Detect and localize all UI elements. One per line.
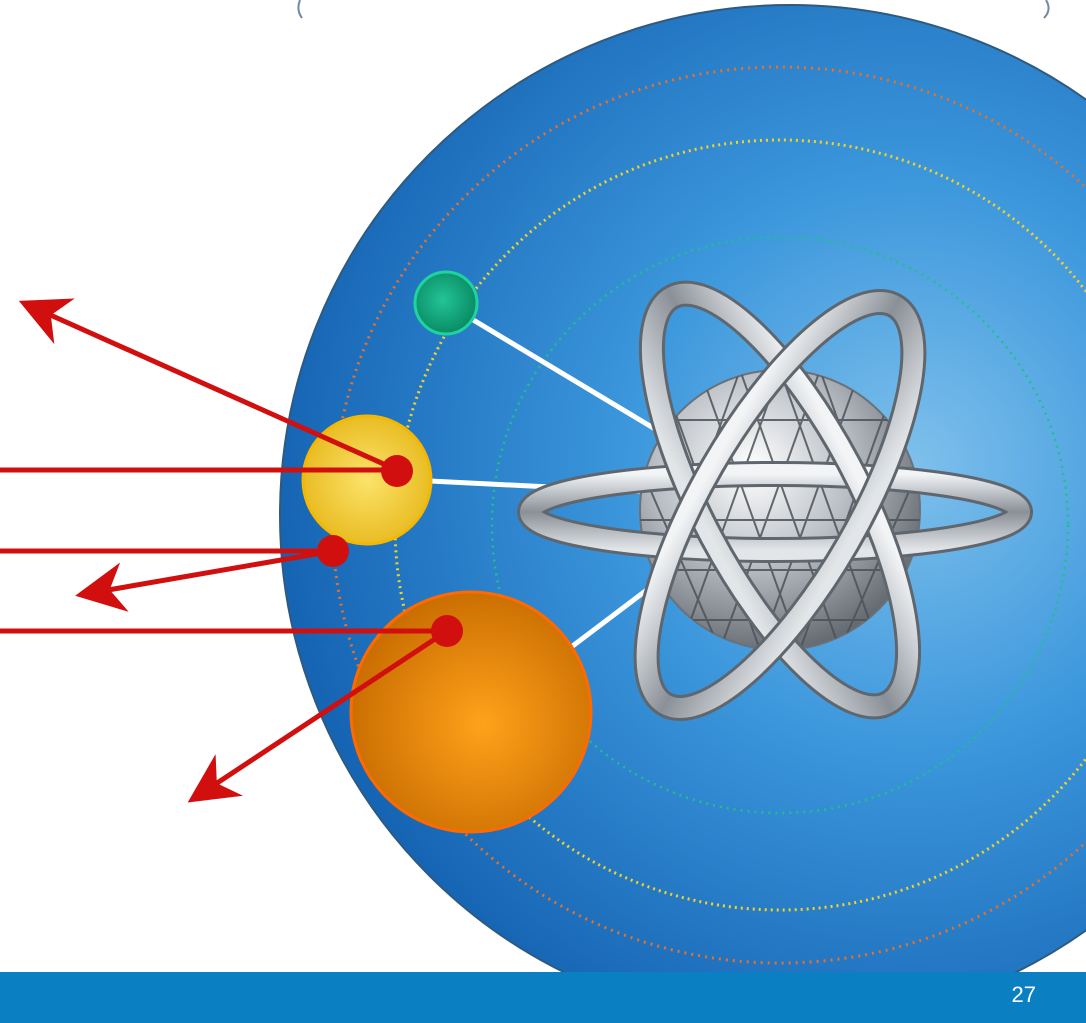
collision-point-2 xyxy=(317,535,349,567)
page-number: 27 xyxy=(1011,982,1036,1007)
top-decoration-left xyxy=(297,0,303,19)
scattered-arrow-3 xyxy=(187,628,449,803)
top-decoration-right xyxy=(1043,0,1050,19)
collision-point-1 xyxy=(381,455,413,487)
small-green-particle xyxy=(413,270,479,336)
large-orange-particle xyxy=(349,590,593,834)
connector-green xyxy=(468,315,662,435)
scattering-arrows xyxy=(0,298,463,803)
scattered-arrow-1 xyxy=(18,298,399,473)
footer-bar xyxy=(0,972,1086,1023)
atom-with-rings-icon xyxy=(517,280,1033,721)
inner-orbit xyxy=(490,235,1070,815)
collision-point-3 xyxy=(431,615,463,647)
scattered-arrow-2 xyxy=(75,548,334,612)
medium-yellow-particle xyxy=(301,414,433,546)
middle-orbit xyxy=(393,138,1086,912)
